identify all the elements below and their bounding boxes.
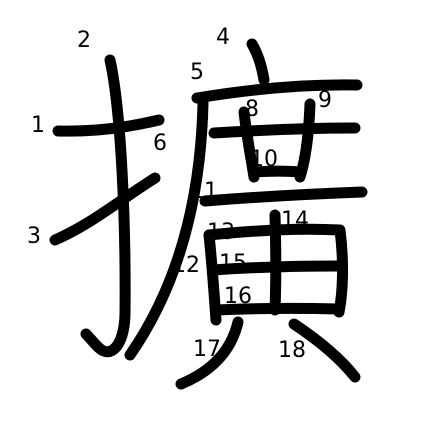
stroke-number-6: 6: [153, 131, 167, 156]
stroke-2: [80, 54, 131, 358]
stroke-13: [203, 223, 349, 318]
stroke-4: [246, 38, 270, 86]
stroke-number-5: 5: [190, 60, 204, 85]
stroke-number-7: 7: [196, 115, 210, 140]
stroke-number-2: 2: [77, 28, 91, 53]
stroke-1: [52, 114, 165, 137]
stroke-18: [288, 318, 361, 383]
stroke-number-15: 15: [219, 251, 247, 276]
stroke-number-13: 13: [207, 220, 235, 245]
stroke-number-17: 17: [193, 337, 221, 362]
stroke-number-18: 18: [278, 338, 306, 363]
stroke-6: [124, 97, 209, 361]
stroke-16: [210, 302, 345, 316]
stroke-number-8: 8: [245, 97, 259, 122]
stroke-10: [248, 165, 306, 178]
stroke-7: [208, 122, 361, 139]
stroke-11: [199, 186, 368, 207]
stroke-number-10: 10: [250, 147, 278, 172]
stroke-number-12: 12: [172, 253, 200, 278]
stroke-number-14: 14: [281, 208, 309, 233]
stroke-5: [191, 79, 363, 104]
stroke-number-4: 4: [216, 25, 230, 50]
stroke-17: [175, 316, 244, 390]
stroke-9: [294, 98, 316, 183]
stroke-number-1: 1: [31, 113, 45, 138]
stroke-15: [208, 260, 345, 276]
stroke-number-3: 3: [27, 224, 41, 249]
stroke-number-9: 9: [318, 88, 332, 113]
stroke-3: [49, 172, 161, 246]
stroke-number-16: 16: [224, 284, 252, 309]
stroke-number-11: 11: [190, 179, 218, 204]
character-strokes: [49, 38, 368, 390]
